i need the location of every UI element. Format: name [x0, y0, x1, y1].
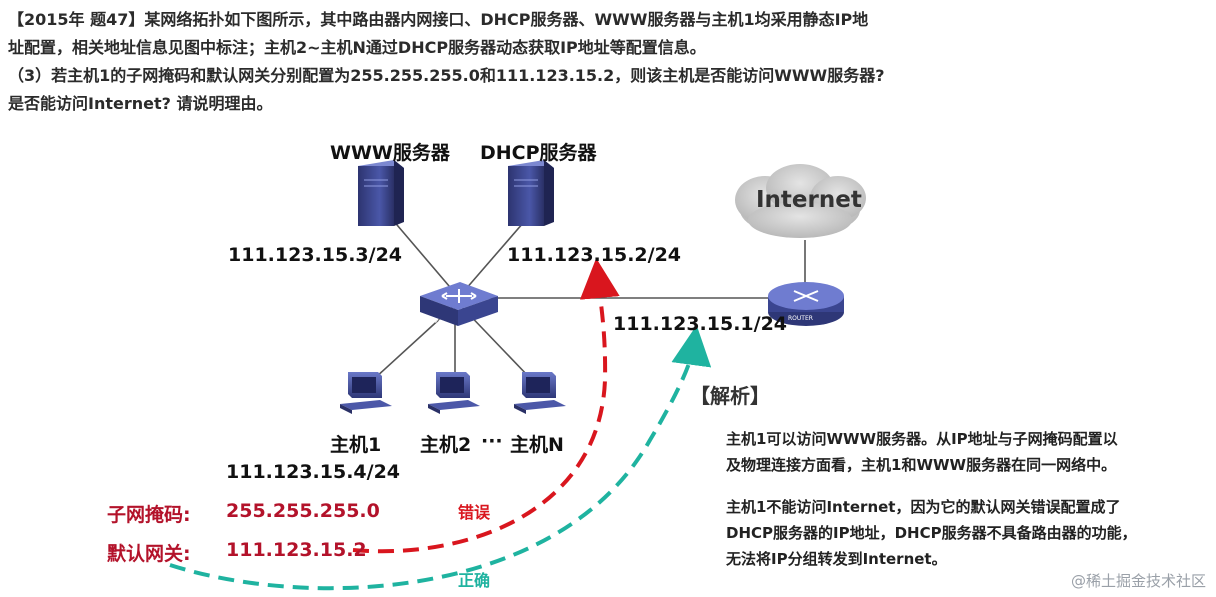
hostn-icon: [514, 372, 566, 414]
router-ip: 111.123.15.1/24: [613, 313, 788, 335]
dhcp-server-label: DHCP服务器: [480, 142, 597, 164]
internet-label: Internet: [756, 187, 862, 213]
host2-label: 主机2: [420, 434, 472, 456]
switch-icon: SWITCH: [420, 282, 498, 330]
question-line-1: 【2015年 题47】某网络拓扑如下图所示，其中路由器内网接口、DHCP服务器、…: [8, 10, 869, 29]
router-icon: ROUTER: [768, 282, 844, 326]
dhcp-server-icon: [508, 160, 554, 226]
analysis-p1-line1: 主机1可以访问WWW服务器。从IP地址与子网掩码配置以: [726, 430, 1118, 448]
host1-icon: [340, 372, 392, 414]
analysis-p1-line2: 及物理连接方面看，主机1和WWW服务器在同一网络中。: [726, 456, 1117, 474]
www-server-icon: [358, 160, 404, 226]
router-text: ROUTER: [788, 315, 813, 322]
correct-gateway-arrow: [169, 325, 712, 591]
www-server-ip: 111.123.15.3/24: [228, 244, 403, 266]
analysis-p2-line1: 主机1不能访问Internet，因为它的默认网关错误配置成了: [726, 498, 1121, 516]
host1-label: 主机1: [330, 434, 382, 456]
link-dhcp-switch: [464, 214, 531, 291]
host1-ip: 111.123.15.4/24: [226, 461, 401, 483]
correct-tag: 正确: [458, 571, 491, 590]
wrong-tag: 错误: [458, 503, 491, 522]
analysis-p2-line2: DHCP服务器的IP地址，DHCP服务器不具备路由器的功能，: [726, 524, 1137, 542]
analysis-p2-line3: 无法将IP分组转发到Internet。: [726, 550, 947, 568]
analysis-heading: 【解析】: [690, 384, 770, 408]
default-gateway-value: 111.123.15.2: [226, 539, 367, 561]
hostn-label: 主机N: [510, 434, 564, 456]
wrong-gateway-arrow: [352, 258, 620, 554]
watermark: @稀土掘金技术社区: [1070, 572, 1206, 590]
default-gateway-label: 默认网关:: [107, 543, 191, 565]
dhcp-server-ip: 111.123.15.2/24: [507, 244, 682, 266]
question-line-4: 是否能访问Internet? 请说明理由。: [8, 94, 273, 113]
subnet-mask-value: 255.255.255.0: [226, 500, 380, 522]
www-server-label: WWW服务器: [330, 142, 450, 164]
hosts-ellipsis: ···: [481, 430, 503, 452]
subnet-mask-label: 子网掩码:: [107, 504, 191, 526]
question-line-2: 址配置，相关地址信息见图中标注；主机2~主机N通过DHCP服务器动态获取IP地址…: [8, 38, 706, 57]
analysis-paragraph-1: 主机1可以访问WWW服务器。从IP地址与子网掩码配置以 及物理连接方面看，主机1…: [726, 426, 1216, 478]
question-line-3: （3）若主机1的子网掩码和默认网关分别配置为255.255.255.0和111.…: [8, 66, 885, 85]
analysis-paragraph-2: 主机1不能访问Internet，因为它的默认网关错误配置成了 DHCP服务器的I…: [726, 494, 1216, 572]
host2-icon: [428, 372, 480, 414]
internet-cloud-icon: [735, 164, 866, 238]
